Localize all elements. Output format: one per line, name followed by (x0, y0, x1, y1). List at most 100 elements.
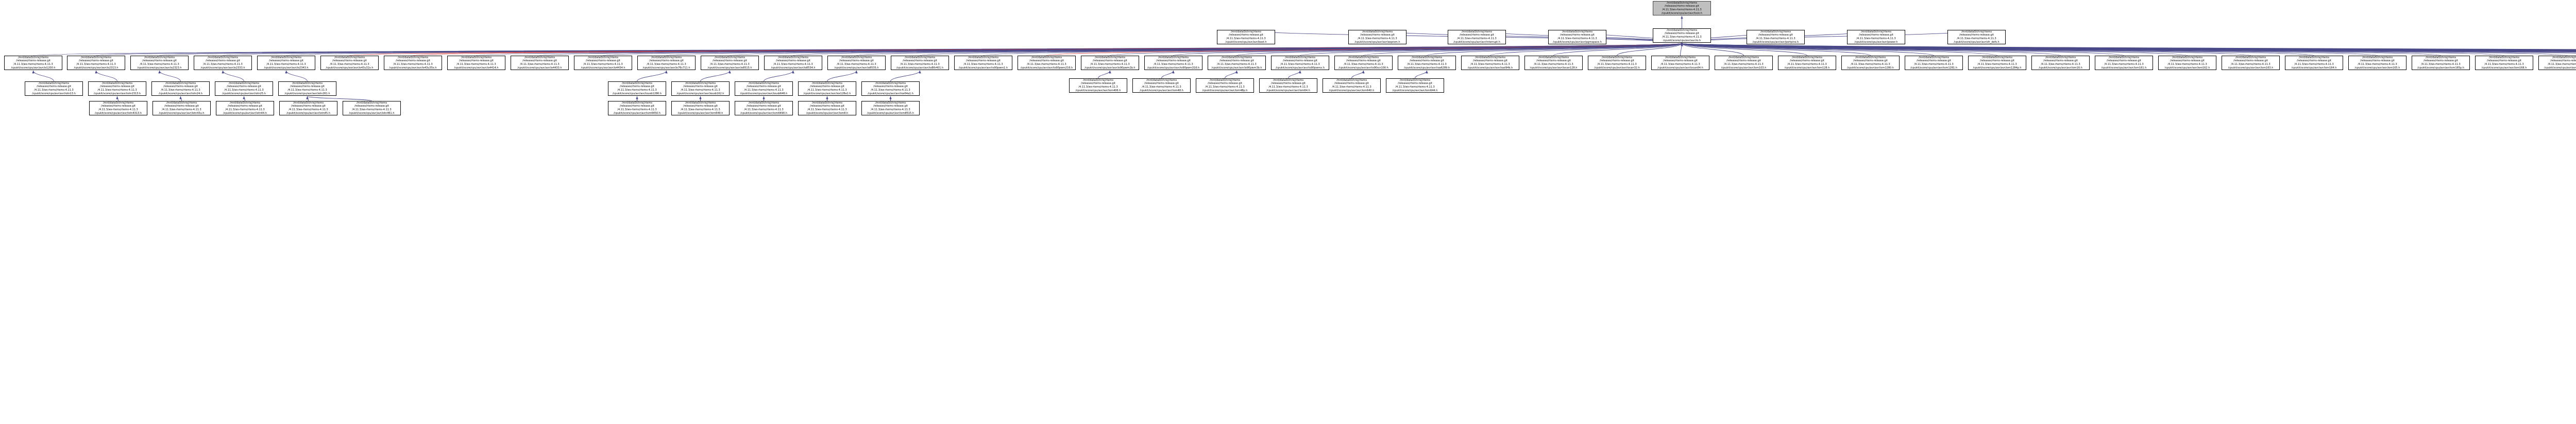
graph-edge (1681, 43, 2188, 56)
graph-node[interactable]: /mnt/data0/chrisj/rtems /releases/rtems-… (1947, 30, 2006, 44)
graph-node-label: /mnt/data0/chrisj/rtems /releases/rtems-… (1752, 30, 1799, 44)
graph-node[interactable]: /mnt/data0/chrisj/rtems /releases/rtems-… (1847, 30, 1905, 44)
graph-node-label: /mnt/data0/chrisj/rtems /releases/rtems-… (1338, 56, 1388, 70)
graph-node[interactable]: /mnt/data0/chrisj/rtems /releases/rtems-… (25, 81, 83, 96)
graph-node[interactable]: /mnt/data0/chrisj/rtems /releases/rtems-… (384, 56, 442, 70)
graph-edge (1161, 70, 1175, 79)
graph-edge (179, 96, 182, 101)
graph-node[interactable]: /mnt/data0/chrisj/rtems /releases/rtems-… (1461, 56, 1519, 70)
graph-node-label: /mnt/data0/chrisj/rtems /releases/rtems-… (1662, 28, 1702, 42)
graph-node[interactable]: /mnt/data0/chrisj/rtems /releases/rtems-… (1081, 56, 1139, 70)
graph-node[interactable]: /mnt/data0/chrisj/rtems /releases/rtems-… (671, 81, 730, 96)
graph-node[interactable]: /mnt/data0/chrisj/rtems /releases/rtems-… (88, 81, 146, 96)
graph-node[interactable]: /mnt/data0/chrisj/rtems /releases/rtems-… (1448, 30, 1506, 44)
graph-node[interactable]: /mnt/data0/chrisj/rtems /releases/rtems-… (4, 56, 62, 70)
graph-node[interactable]: /mnt/data0/chrisj/rtems /releases/rtems-… (574, 56, 632, 70)
graph-node[interactable]: /mnt/data0/chrisj/rtems /releases/rtems-… (343, 101, 401, 115)
graph-node[interactable]: /mnt/data0/chrisj/rtems /releases/rtems-… (1524, 56, 1583, 70)
graph-node[interactable]: /mnt/data0/chrisj/rtems /releases/rtems-… (67, 56, 125, 70)
graph-node[interactable]: /mnt/data0/chrisj/rtems /releases/rtems-… (278, 81, 336, 96)
graph-node[interactable]: /mnt/data0/chrisj/rtems /releases/rtems-… (671, 101, 730, 115)
graph-node[interactable]: /mnt/data0/chrisj/rtems /releases/rtems-… (798, 81, 856, 96)
graph-node[interactable]: /mnt/data0/chrisj/rtems /releases/rtems-… (1217, 30, 1275, 44)
graph-node[interactable]: /mnt/data0/chrisj/rtems /releases/rtems-… (827, 56, 886, 70)
graph-node[interactable]: /mnt/data0/chrisj/rtems /releases/rtems-… (1259, 78, 1317, 93)
graph-edge (33, 43, 1683, 56)
graph-node[interactable]: /mnt/data0/chrisj/rtems /releases/rtems-… (257, 56, 315, 70)
graph-node[interactable]: /mnt/data0/chrisj/rtems /releases/rtems-… (151, 81, 210, 96)
graph-node-label: /mnt/data0/chrisj/rtems /releases/rtems-… (1467, 56, 1513, 70)
graph-node[interactable]: /mnt/data0/chrisj/rtems /releases/rtems-… (861, 101, 920, 115)
graph-node[interactable]: /mnt/data0/chrisj/rtems /releases/rtems-… (1208, 56, 1266, 70)
graph-edge (223, 43, 1683, 56)
graph-node[interactable]: /mnt/data0/chrisj/rtems /releases/rtems-… (1348, 30, 1406, 44)
graph-node-root[interactable]: /mnt/data0/chrisj/rtems /releases/rtems-… (1653, 1, 1711, 15)
graph-node[interactable]: /mnt/data0/chrisj/rtems /releases/rtems-… (735, 101, 793, 115)
graph-edge (983, 43, 1683, 56)
graph-node[interactable]: /mnt/data0/chrisj/rtems /releases/rtems-… (954, 56, 1012, 70)
graph-node[interactable]: /mnt/data0/chrisj/rtems /releases/rtems-… (1132, 78, 1191, 93)
graph-node[interactable]: /mnt/data0/chrisj/rtems /releases/rtems-… (1323, 78, 1381, 93)
graph-node[interactable]: /mnt/data0/chrisj/rtems /releases/rtems-… (1841, 56, 1900, 70)
graph-node[interactable]: /mnt/data0/chrisj/rtems /releases/rtems-… (215, 81, 273, 96)
graph-node[interactable]: /mnt/data0/chrisj/rtems /releases/rtems-… (891, 56, 949, 70)
graph-node[interactable]: /mnt/data0/chrisj/rtems /releases/rtems-… (637, 56, 696, 70)
graph-node[interactable]: /mnt/data0/chrisj/rtems /releases/rtems-… (2538, 56, 2576, 70)
graph-node[interactable]: /mnt/data0/chrisj/rtems /releases/rtems-… (1018, 56, 1076, 70)
graph-node[interactable]: /mnt/data0/chrisj/rtems /releases/rtems-… (2222, 56, 2280, 70)
graph-node[interactable]: /mnt/data0/chrisj/rtems /releases/rtems-… (1588, 56, 1646, 70)
graph-node[interactable]: /mnt/data0/chrisj/rtems /releases/rtems-… (1778, 56, 1836, 70)
graph-node[interactable]: /mnt/data0/chrisj/rtems /releases/rtems-… (447, 56, 505, 70)
graph-node[interactable]: /mnt/data0/chrisj/rtems /releases/rtems-… (2031, 56, 2090, 70)
graph-node[interactable]: /mnt/data0/chrisj/rtems /releases/rtems-… (2348, 56, 2406, 70)
graph-node[interactable]: /mnt/data0/chrisj/rtems /releases/rtems-… (1651, 56, 1709, 70)
graph-node[interactable]: /mnt/data0/chrisj/rtems /releases/rtems-… (608, 81, 666, 96)
graph-node[interactable]: /mnt/data0/chrisj/rtems /releases/rtems-… (1386, 78, 1444, 93)
graph-node[interactable]: /mnt/data0/chrisj/rtems /releases/rtems-… (1653, 28, 1711, 43)
graph-node[interactable]: /mnt/data0/chrisj/rtems /releases/rtems-… (1271, 56, 1329, 70)
graph-node[interactable]: /mnt/data0/chrisj/rtems /releases/rtems-… (1968, 56, 2026, 70)
graph-edge (1681, 43, 2576, 51)
graph-node[interactable]: /mnt/data0/chrisj/rtems /releases/rtems-… (1747, 30, 1805, 44)
graph-node[interactable]: /mnt/data0/chrisj/rtems /releases/rtems-… (1715, 56, 1773, 70)
graph-edge (1681, 43, 2576, 52)
graph-node[interactable]: /mnt/data0/chrisj/rtems /releases/rtems-… (320, 56, 379, 70)
graph-node-label: /mnt/data0/chrisj/rtems /releases/rtems-… (93, 81, 141, 95)
graph-node[interactable]: /mnt/data0/chrisj/rtems /releases/rtems-… (511, 56, 569, 70)
graph-node[interactable]: /mnt/data0/chrisj/rtems /releases/rtems-… (1548, 30, 1606, 44)
graph-node[interactable]: /mnt/data0/chrisj/rtems /releases/rtems-… (2285, 56, 2343, 70)
graph-node[interactable]: /mnt/data0/chrisj/rtems /releases/rtems-… (764, 56, 822, 70)
graph-edge (603, 43, 1683, 56)
graph-edge (1415, 70, 1428, 79)
graph-node[interactable]: /mnt/data0/chrisj/rtems /releases/rtems-… (2158, 56, 2216, 70)
graph-edge (222, 70, 244, 82)
graph-node[interactable]: /mnt/data0/chrisj/rtems /releases/rtems-… (89, 101, 147, 115)
graph-node[interactable]: /mnt/data0/chrisj/rtems /releases/rtems-… (216, 101, 274, 115)
graph-node[interactable]: /mnt/data0/chrisj/rtems /releases/rtems-… (2095, 56, 2153, 70)
graph-node-label: /mnt/data0/chrisj/rtems /releases/rtems-… (1403, 56, 1450, 70)
graph-node[interactable]: /mnt/data0/chrisj/rtems /releases/rtems-… (194, 56, 252, 70)
graph-node[interactable]: /mnt/data0/chrisj/rtems /releases/rtems-… (2475, 56, 2533, 70)
graph-node[interactable]: /mnt/data0/chrisj/rtems /releases/rtems-… (279, 101, 337, 115)
graph-node[interactable]: /mnt/data0/chrisj/rtems /releases/rtems-… (1334, 56, 1393, 70)
graph-edge (1681, 43, 2378, 56)
graph-edge (1681, 29, 1977, 44)
graph-node-label: /mnt/data0/chrisj/rtems /releases/rtems-… (349, 101, 395, 115)
graph-node[interactable]: /mnt/data0/chrisj/rtems /releases/rtems-… (1905, 56, 1963, 70)
graph-edge (1681, 43, 2576, 52)
graph-node[interactable]: /mnt/data0/chrisj/rtems /releases/rtems-… (1069, 78, 1127, 93)
graph-node[interactable]: /mnt/data0/chrisj/rtems /releases/rtems-… (1398, 56, 1456, 70)
graph-node[interactable]: /mnt/data0/chrisj/rtems /releases/rtems-… (152, 101, 211, 115)
graph-node[interactable]: /mnt/data0/chrisj/rtems /releases/rtems-… (2412, 56, 2470, 70)
graph-node[interactable]: /mnt/data0/chrisj/rtems /releases/rtems-… (608, 101, 666, 115)
graph-node[interactable]: /mnt/data0/chrisj/rtems /releases/rtems-… (130, 56, 189, 70)
graph-edge (1681, 43, 2576, 50)
graph-node[interactable]: /mnt/data0/chrisj/rtems /releases/rtems-… (1196, 78, 1254, 93)
graph-node[interactable]: /mnt/data0/chrisj/rtems /releases/rtems-… (735, 81, 793, 96)
graph-node[interactable]: /mnt/data0/chrisj/rtems /releases/rtems-… (861, 81, 920, 96)
graph-node[interactable]: /mnt/data0/chrisj/rtems /releases/rtems-… (798, 101, 856, 115)
graph-node-label: /mnt/data0/chrisj/rtems /releases/rtems-… (2228, 56, 2274, 70)
graph-edge (1681, 43, 2576, 52)
graph-node[interactable]: /mnt/data0/chrisj/rtems /releases/rtems-… (701, 56, 759, 70)
graph-node[interactable]: /mnt/data0/chrisj/rtems /releases/rtems-… (1144, 56, 1202, 70)
